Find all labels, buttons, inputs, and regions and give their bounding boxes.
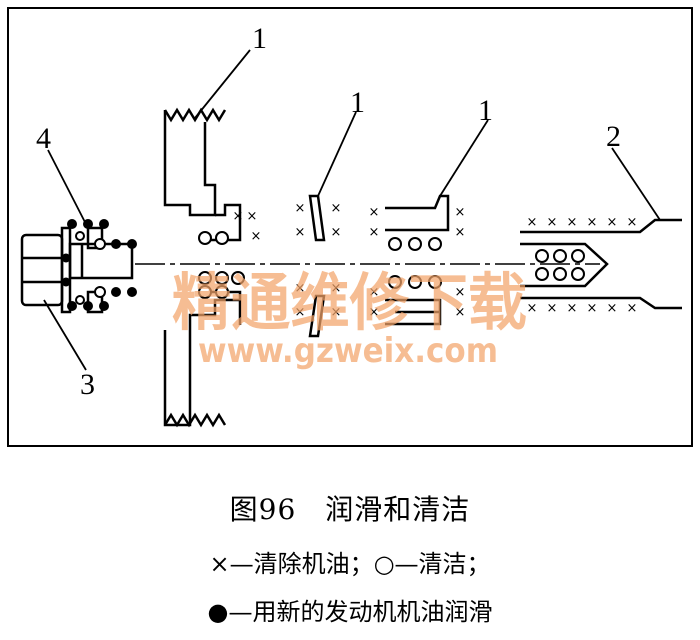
leader-lines bbox=[43, 49, 661, 371]
figure-caption-title: 图96 润滑和清洁 bbox=[229, 493, 471, 526]
label-2-bore: 2 bbox=[606, 120, 621, 153]
svg-text:×: × bbox=[527, 215, 538, 230]
svg-text:×: × bbox=[295, 305, 306, 320]
label-1-washer: 1 bbox=[350, 86, 365, 119]
svg-text:×: × bbox=[527, 301, 538, 316]
bolt-clean-circles bbox=[75, 231, 106, 305]
svg-text:×: × bbox=[455, 285, 466, 300]
svg-text:×: × bbox=[331, 201, 342, 216]
legend-line-1: ×—清除机油；○—清洁； bbox=[209, 550, 491, 578]
svg-text:×: × bbox=[369, 305, 380, 320]
svg-text:×: × bbox=[369, 285, 380, 300]
oil-removal-crosses: × × × × × × × × × × × × × × × × × × × × × × × × × × × × × × × bbox=[233, 201, 638, 320]
svg-text:×: × bbox=[627, 301, 638, 316]
label-3-bolt: 3 bbox=[80, 368, 95, 401]
svg-text:×: × bbox=[627, 215, 638, 230]
crankshaft-bore bbox=[520, 218, 682, 310]
crankshaft-pulley bbox=[163, 107, 242, 428]
legend-line-2: ●—用新的发动机机油润滑 bbox=[207, 598, 493, 626]
svg-text:×: × bbox=[331, 281, 342, 296]
svg-text:×: × bbox=[607, 301, 618, 316]
thrust-washer bbox=[308, 194, 326, 338]
svg-text:×: × bbox=[455, 205, 466, 220]
svg-text:×: × bbox=[369, 205, 380, 220]
svg-text:×: × bbox=[331, 225, 342, 240]
watermark-text: 精通维修下载 bbox=[172, 266, 527, 339]
diagram-frame bbox=[7, 7, 693, 447]
svg-text:×: × bbox=[233, 209, 244, 224]
svg-text:×: × bbox=[295, 225, 306, 240]
svg-text:×: × bbox=[455, 225, 466, 240]
label-1-pulley: 1 bbox=[252, 22, 267, 55]
svg-text:×: × bbox=[567, 301, 578, 316]
label-4-washer: 4 bbox=[36, 122, 51, 155]
lubrication-cleaning-diagram: ××× ×××× ×××× ×××× ×××× ×××××× ×××××× 1 … bbox=[7, 7, 693, 447]
label-1-gear: 1 bbox=[478, 94, 493, 127]
svg-text:×: × bbox=[607, 215, 618, 230]
svg-text:×: × bbox=[587, 215, 598, 230]
watermark-url: www.gzweix.com bbox=[198, 331, 498, 371]
bore-clean-circles bbox=[535, 249, 585, 281]
svg-text:×: × bbox=[587, 301, 598, 316]
svg-text:×: × bbox=[251, 229, 262, 244]
svg-text:×: × bbox=[331, 305, 342, 320]
svg-text:×: × bbox=[295, 201, 306, 216]
svg-text:×: × bbox=[369, 225, 380, 240]
svg-text:×: × bbox=[455, 305, 466, 320]
svg-text:×: × bbox=[547, 301, 558, 316]
svg-text:×: × bbox=[295, 281, 306, 296]
svg-text:×: × bbox=[547, 215, 558, 230]
gear-clean-circles bbox=[388, 237, 442, 289]
svg-text:×: × bbox=[247, 209, 258, 224]
crankshaft-gear bbox=[385, 194, 450, 326]
pulley-clean-circles bbox=[198, 231, 245, 299]
svg-text:×: × bbox=[567, 215, 578, 230]
